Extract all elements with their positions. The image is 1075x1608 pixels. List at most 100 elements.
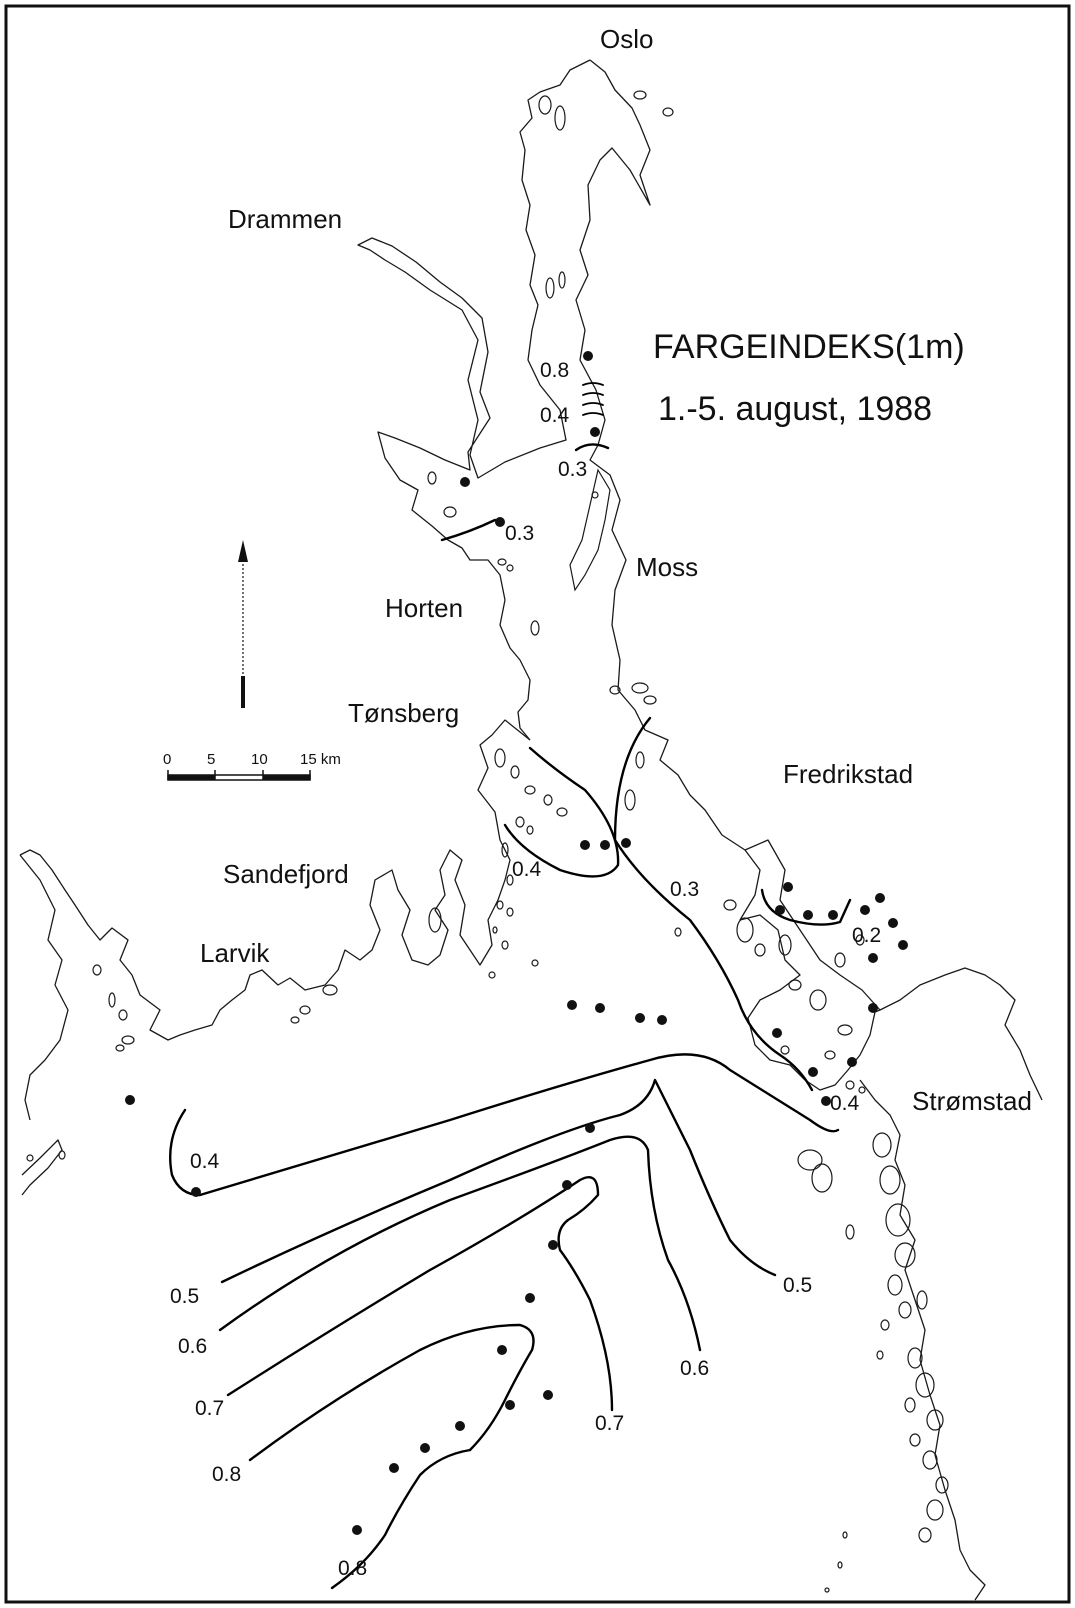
station-dot — [772, 1028, 782, 1038]
island — [443, 506, 457, 518]
station-dot — [505, 1400, 515, 1410]
island — [926, 1409, 944, 1431]
coast-vestfold — [19, 719, 531, 1041]
contour-label: 0.3 — [558, 458, 587, 481]
island — [635, 751, 645, 769]
contour-label: 0.6 — [680, 1357, 709, 1380]
station-dot — [775, 905, 785, 915]
station-dot — [860, 905, 870, 915]
contour-label: 0.4 — [830, 1092, 860, 1115]
station-dot — [585, 1123, 595, 1133]
island — [876, 1350, 884, 1360]
north-arrow-icon — [238, 540, 248, 708]
island — [845, 1080, 855, 1090]
isoline-0.8-lower — [330, 1448, 472, 1590]
island — [506, 564, 514, 572]
island — [898, 1301, 912, 1319]
island — [631, 682, 649, 694]
place-tonsberg: Tønsberg — [348, 698, 459, 728]
station-dot — [543, 1390, 553, 1400]
island — [894, 1242, 916, 1268]
island — [633, 90, 647, 100]
place-drammen: Drammen — [228, 204, 342, 234]
contour-label: 0.5 — [783, 1274, 812, 1297]
island — [115, 1044, 125, 1052]
island — [788, 979, 802, 991]
island — [662, 107, 674, 117]
contour-label: 0.6 — [178, 1335, 207, 1358]
coast-oslofjord-east — [575, 59, 1043, 1101]
island — [501, 940, 509, 950]
coast-oslofjord-west — [357, 59, 591, 741]
island — [736, 917, 754, 943]
island — [778, 934, 792, 956]
station-dot — [657, 1015, 667, 1025]
island — [510, 765, 520, 779]
island — [121, 1035, 135, 1045]
place-fredrikstad: Fredrikstad — [783, 759, 913, 789]
station-dot — [868, 953, 878, 963]
island — [488, 971, 496, 979]
island — [885, 1203, 911, 1237]
island — [922, 1450, 938, 1470]
station-dot — [125, 1095, 135, 1105]
island — [428, 907, 442, 933]
station-dot — [583, 351, 593, 361]
station-dot — [460, 477, 470, 487]
island — [780, 1045, 790, 1055]
island — [797, 1149, 823, 1171]
island — [880, 1319, 890, 1331]
place-oslo: Oslo — [600, 24, 653, 54]
island — [524, 785, 536, 795]
station-dot — [888, 918, 898, 928]
island — [299, 1005, 311, 1015]
island — [918, 1527, 932, 1543]
station-dot — [808, 1067, 818, 1077]
station-dot — [621, 838, 631, 848]
island — [496, 900, 504, 910]
isoline-0.8-upper — [248, 1323, 535, 1462]
island — [545, 277, 555, 299]
island — [322, 984, 338, 996]
island-moss — [569, 468, 611, 592]
contour-label: 0.2 — [852, 924, 881, 947]
isoline-0.3-drammen — [440, 518, 497, 542]
island — [558, 271, 566, 289]
island — [543, 794, 553, 806]
place-larvik: Larvik — [200, 938, 270, 968]
island — [118, 1009, 128, 1021]
isoline-hatch — [582, 412, 604, 416]
scale-tick-0: 0 — [163, 751, 171, 768]
island — [916, 1290, 928, 1310]
contour-label: 0.8 — [212, 1463, 241, 1486]
coast-bohuslan — [859, 1079, 986, 1601]
island — [754, 943, 766, 957]
station-dot — [600, 840, 610, 850]
station-dot — [352, 1525, 362, 1535]
contour-label: 0.8 — [338, 1557, 367, 1580]
isoline-0.6 — [218, 1135, 702, 1352]
island — [58, 1150, 66, 1160]
island — [926, 1499, 944, 1521]
island — [935, 1476, 949, 1494]
island — [855, 934, 865, 946]
scale-tick-15km: 15 km — [300, 751, 341, 768]
station-dot — [828, 910, 838, 920]
station-dot — [562, 1180, 572, 1190]
island — [290, 1016, 300, 1024]
coast-west-edge — [19, 854, 69, 1121]
island — [824, 1050, 836, 1060]
isoline-0.7 — [226, 1175, 614, 1412]
coastlines — [19, 59, 1043, 1601]
island — [26, 1154, 34, 1162]
station-dot — [595, 1003, 605, 1013]
contour-label: 0.7 — [595, 1412, 624, 1435]
station-dot — [191, 1187, 201, 1197]
island — [723, 899, 737, 911]
islands — [26, 90, 949, 1593]
station-dot — [580, 840, 590, 850]
place-horten: Horten — [385, 593, 463, 623]
place-stromstad: Strømstad — [912, 1086, 1032, 1116]
contour-label: 0.4 — [540, 404, 570, 427]
